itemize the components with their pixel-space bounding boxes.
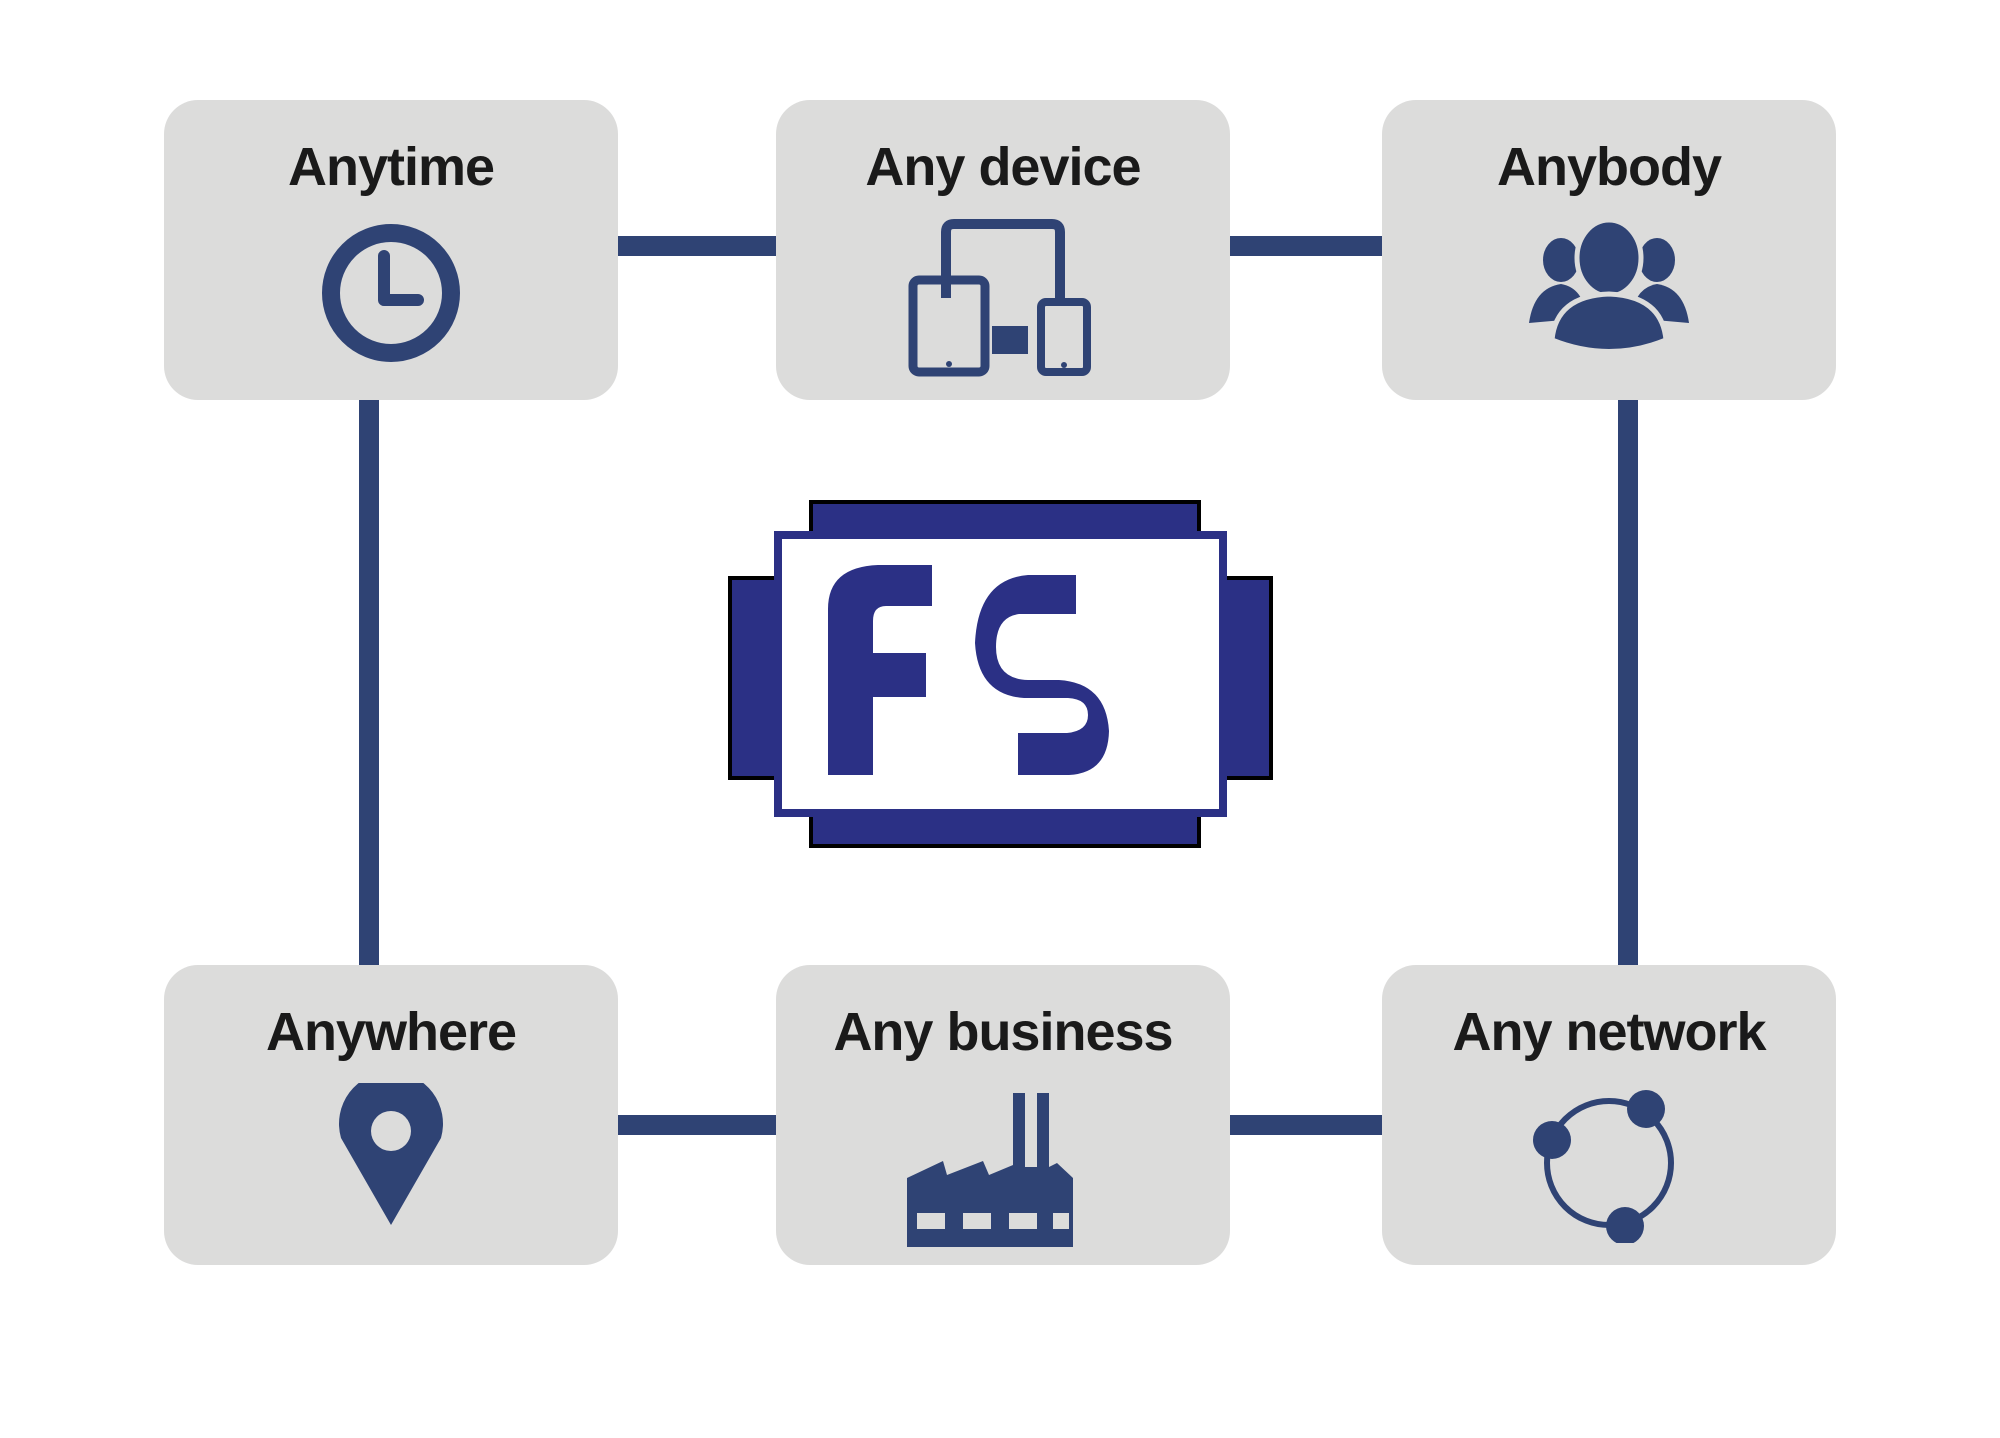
node-label: Any business [833, 1002, 1173, 1062]
node-anywhere: Anywhere [164, 965, 618, 1265]
connector-anydevice-anybody [1220, 236, 1390, 256]
location-pin-icon [339, 1083, 443, 1225]
connector-anybusiness-anynetwork [1220, 1115, 1390, 1135]
node-label: Anywhere [265, 1002, 517, 1062]
node-label: Anybody [1496, 137, 1722, 197]
factory-icon [907, 1093, 1073, 1247]
node-any-business: Any business [776, 965, 1230, 1265]
devices-icon [908, 219, 1091, 377]
node-label: Any network [1452, 1002, 1766, 1062]
node-anytime: Anytime [164, 100, 618, 400]
connector-anytime-anywhere [359, 395, 379, 970]
connector-anywhere-anybusiness [610, 1115, 785, 1135]
node-any-device: Any device [776, 100, 1230, 400]
users-icon [1529, 218, 1689, 354]
network-icon [1533, 1090, 1674, 1243]
connector-anytime-anydevice [610, 236, 785, 256]
node-label: Any device [865, 137, 1141, 197]
node-label: Anytime [287, 137, 495, 197]
node-any-network: Any network [1382, 965, 1836, 1265]
clock-icon [322, 224, 460, 362]
fs-logo: FS [728, 500, 1273, 848]
connector-anybody-anynetwork [1618, 395, 1638, 970]
node-anybody: Anybody [1382, 100, 1836, 400]
